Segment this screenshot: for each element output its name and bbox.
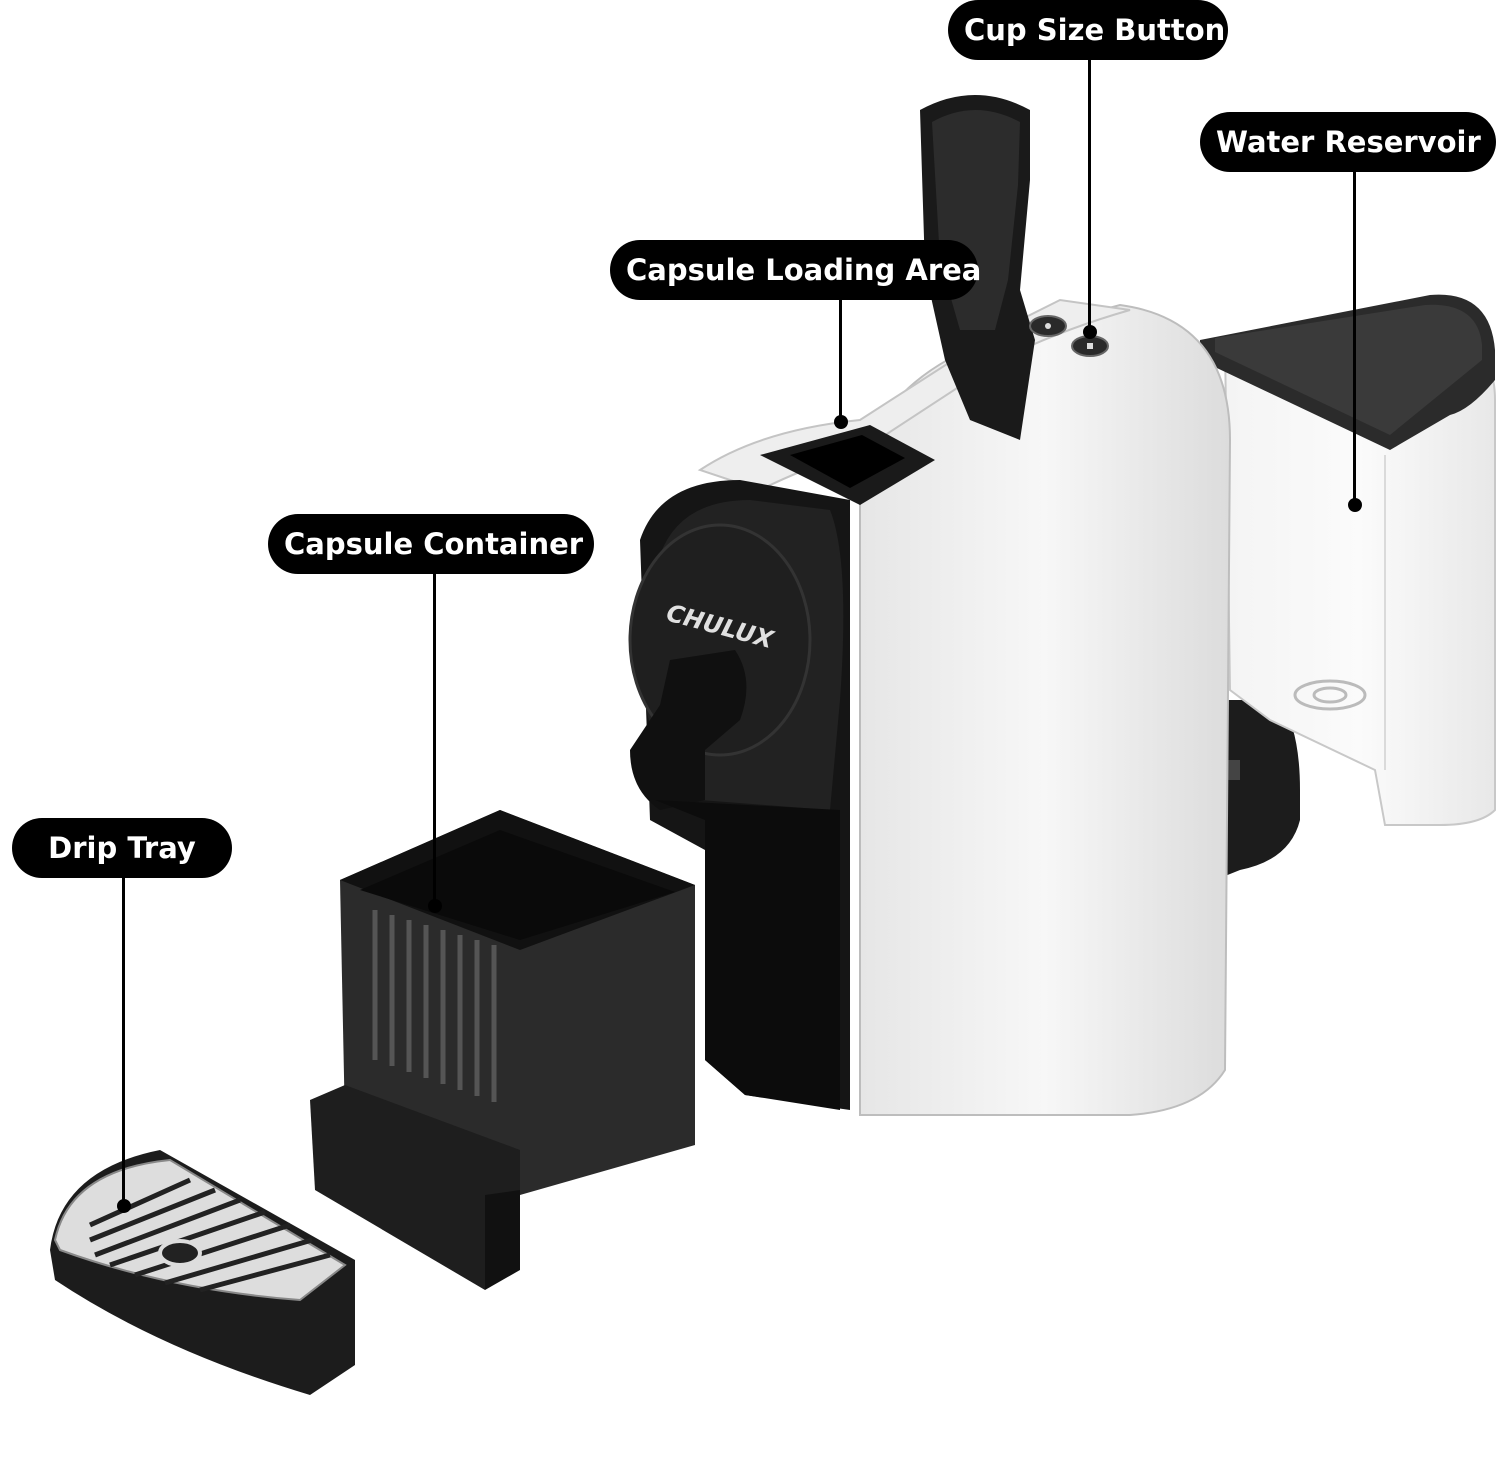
leader-capsule-loading: [839, 298, 842, 422]
label-capsule-loading-area: Capsule Loading Area: [610, 240, 981, 300]
leader-drip-tray: [122, 876, 125, 1206]
dot-drip-tray: [117, 1199, 131, 1213]
leader-capsule-container: [433, 572, 436, 906]
dot-water-reservoir: [1348, 498, 1362, 512]
dot-cup-size: [1083, 325, 1097, 339]
water-reservoir-tank: [1200, 294, 1496, 826]
leader-water-reservoir: [1353, 172, 1356, 505]
dot-capsule-loading: [834, 415, 848, 429]
dot-capsule-container: [428, 899, 442, 913]
label-capsule-container: Capsule Container: [268, 514, 594, 574]
cup-size-buttons: [1029, 315, 1109, 357]
drip-tray: [50, 1150, 355, 1395]
label-cup-size-button: Cup Size Button: [948, 0, 1228, 60]
capsule-container: [310, 810, 695, 1290]
leader-cup-size: [1088, 60, 1091, 332]
machine-front-panel: [628, 480, 850, 1110]
label-water-reservoir: Water Reservoir: [1200, 112, 1496, 172]
label-drip-tray: Drip Tray: [12, 818, 232, 878]
